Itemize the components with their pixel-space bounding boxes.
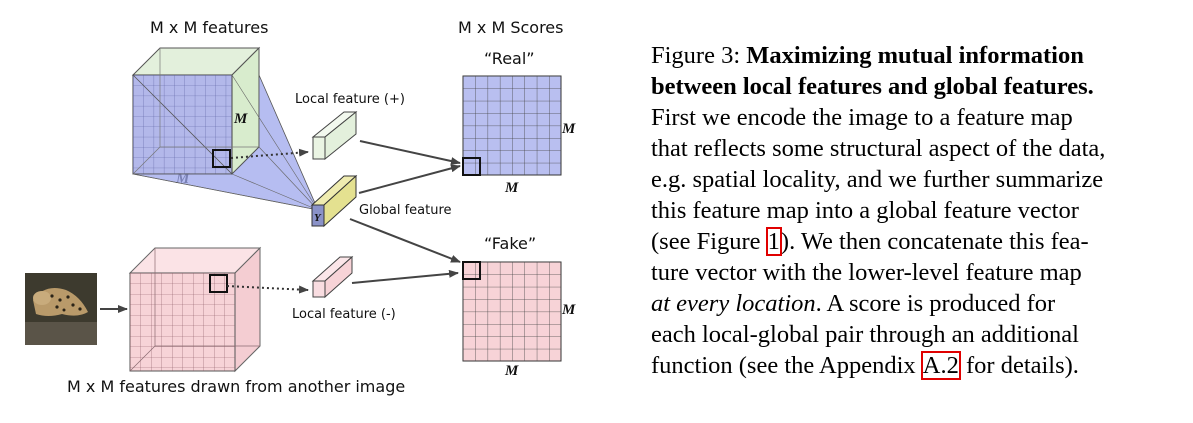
local-feature-pos-vector [311, 110, 358, 161]
caption-title-line1: Maximizing mutual information [746, 42, 1084, 69]
appendix-reference-link[interactable]: A.2 [920, 351, 961, 380]
caption-emphasis: at every location [651, 290, 816, 317]
caption-label: Figure 3: [651, 42, 741, 69]
fake-score-map [462, 261, 562, 362]
local-feature-neg-label: Local feature (-) [292, 307, 396, 322]
fake-map-height-label: M [561, 302, 576, 318]
bottom-feature-cube [128, 246, 262, 373]
global-feature-label: Global feature [359, 203, 452, 218]
caption-title-line2: between local features and global featur… [651, 73, 1094, 100]
real-score-map [462, 75, 562, 176]
local-feature-pos-label: Local feature (+) [295, 92, 405, 107]
caption-text-2: ). We then concatenate this fea- ture ve… [651, 228, 1089, 286]
real-map-height-label: M [561, 121, 576, 137]
figure-caption: Figure 3: Maximizing mutual information … [651, 40, 1178, 381]
real-map-width-label: M [504, 180, 519, 196]
fake-label: “Fake” [484, 234, 536, 253]
real-label: “Real” [484, 49, 535, 68]
input-image [25, 273, 97, 345]
global-feature-vector [310, 174, 358, 228]
caption-text-1: First we encode the image to a feature m… [651, 104, 1106, 255]
global-symbol: Y [314, 212, 322, 224]
caption-text-3: . A score is produced for each local-glo… [651, 290, 1079, 379]
fake-map-width-label: M [504, 363, 519, 379]
top-features-title: M x M features [150, 18, 268, 37]
caption-text-4: for details). [959, 352, 1079, 379]
bottom-features-title: M x M features drawn from another image [67, 377, 405, 396]
figure-reference-link[interactable]: 1 [765, 227, 782, 256]
local-feature-neg-vector [311, 255, 354, 299]
top-feature-cube [131, 46, 261, 176]
top-cube-depth-label: M [233, 111, 248, 127]
scores-title: M x M Scores [458, 18, 563, 37]
